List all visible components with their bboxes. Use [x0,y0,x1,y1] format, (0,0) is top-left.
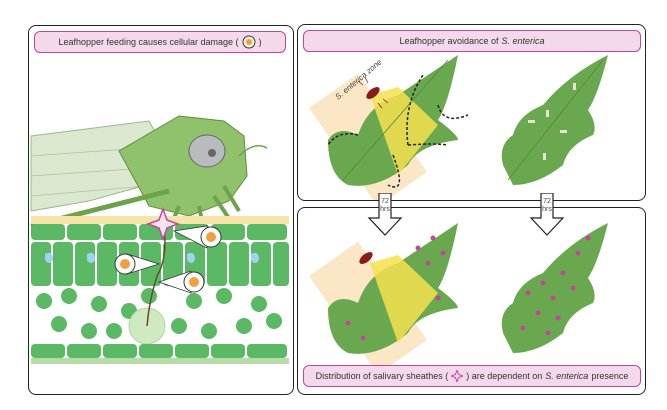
spongy-cells [36,288,282,339]
stylet-path [146,220,166,327]
bottom-right-caption: Distribution of salivary sheathes ( ) ar… [303,365,641,387]
damaged-cell-callouts [114,225,222,294]
salivary-sheaths-treated [345,235,446,341]
title-italic: S. enterica [501,36,545,46]
leaf-cross-section-illustration [30,115,289,364]
top-right-panel: Leafhopper avoidance of S. enterica S. e… [297,24,646,201]
salivary-sheath-icon [451,370,464,382]
arrow-72hrs-left [367,193,403,236]
arrow-72hrs-right [529,193,565,236]
top-right-panel-title: Leafhopper avoidance of S. enterica [303,30,641,52]
left-panel: Leafhopper feeding causes cellular damag… [28,25,294,395]
arrow-label-right-line1: 72 [543,198,551,205]
arrow-label-left-line2: hrs [380,206,390,213]
bottom-right-panel: Distribution of salivary sheathes ( ) ar… [297,207,646,395]
arrow-label-left-line1: 72 [381,198,389,205]
palisade-cells [31,242,289,286]
salivary-sheath-marker [145,206,181,242]
avoidance-illustration: S. enterica zone [309,55,608,200]
escape-arrows [327,74,469,188]
title-text: Leafhopper avoidance of [399,36,499,46]
arrow-label-right-line2: hrs [542,206,552,213]
leafhopper-eye [188,134,226,168]
title-text-end: ) [258,37,262,47]
caption-text: Distribution of salivary sheathes ( [315,371,449,381]
enterica-bacterium-icon [357,76,389,109]
caption-text-suffix: presence [591,371,629,381]
lower-epidermis [31,344,287,358]
title-text: Leafhopper feeding causes cellular damag… [58,37,239,47]
untreated-leaf [501,55,608,185]
caption-italic: S. enterica [545,371,589,381]
sheath-distribution-illustration [309,223,608,375]
damaged-cell-icon [242,35,256,49]
salivary-sheaths-untreated [520,235,591,336]
left-panel-title: Leafhopper feeding causes cellular damag… [34,31,286,53]
leafhopper-markers [528,83,576,160]
caption-text-middle: ) are dependent on [466,371,543,381]
